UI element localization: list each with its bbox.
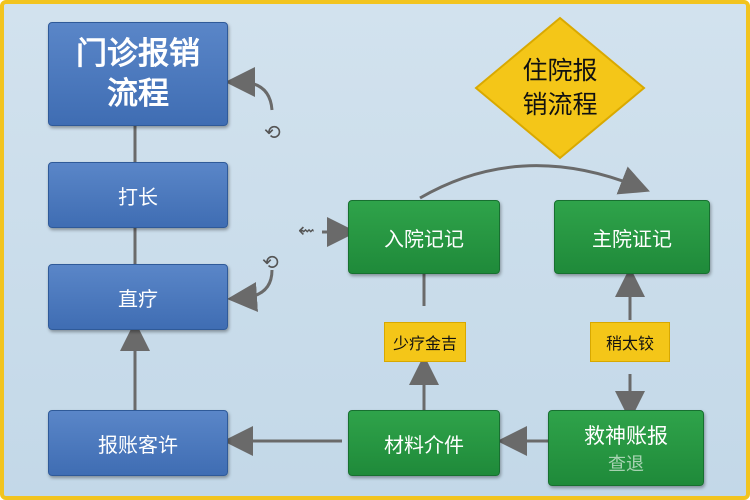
inpatient-materials-label: 材料介件: [384, 432, 464, 457]
decor-glyph-2: ⟲: [262, 250, 279, 274]
tag-left: 少疗金吉: [384, 322, 466, 362]
tag-left-label: 少疗金吉: [392, 334, 457, 353]
inpatient-admit-label: 入院记记: [384, 226, 464, 251]
inpatient-diamond: [474, 16, 646, 160]
inpatient-review-label: 救神账报: [584, 424, 668, 448]
outpatient-step-1-label: 打长: [118, 184, 158, 209]
outpatient-step-1: 打长: [48, 162, 228, 228]
tag-right-label: 稍太铰: [605, 334, 654, 353]
tag-right: 稍太铰: [590, 322, 670, 362]
inpatient-main-box: 主院证记: [554, 200, 710, 274]
curved-arrow-to-title: [225, 67, 274, 111]
arc-admit-to-main: [419, 164, 650, 200]
outpatient-title-box: 门诊报销 流程: [48, 22, 228, 126]
inpatient-title: 住院报 销流程: [522, 56, 598, 119]
inpatient-materials-box: 材料介件: [348, 410, 500, 476]
outpatient-step-2: 直疗: [48, 264, 228, 330]
decor-glyph-1: ⟲: [264, 120, 281, 144]
curved-arrow-to-step2: [227, 269, 274, 312]
inpatient-review-sublabel: 查退: [608, 454, 644, 475]
outpatient-step-3: 报账客许: [48, 410, 228, 476]
inpatient-review-box: 救神账报 查退: [548, 410, 704, 486]
inpatient-title-diamond: 住院报 销流程: [476, 18, 644, 158]
outpatient-step-2-label: 直疗: [118, 286, 158, 311]
inpatient-admit-box: 入院记记: [348, 200, 500, 274]
inpatient-main-label: 主院证记: [592, 226, 672, 251]
outpatient-title: 门诊报销 流程: [76, 36, 200, 112]
decor-glyph-3: ⇜: [298, 218, 315, 242]
outpatient-step-3-label: 报账客许: [98, 432, 178, 457]
